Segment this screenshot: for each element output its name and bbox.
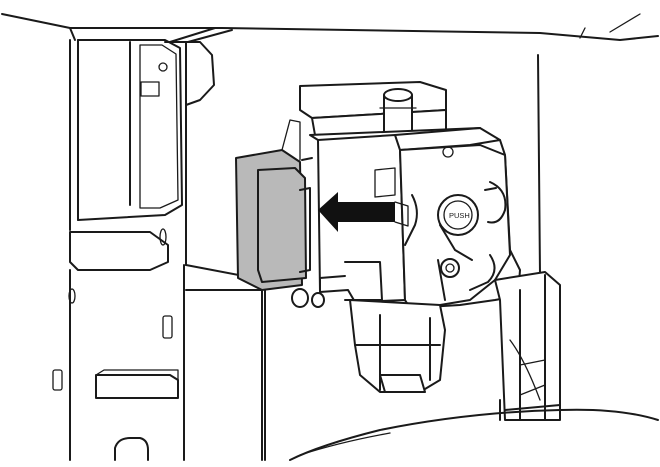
left-door-panel — [52, 39, 215, 461]
push-label: PUSH — [449, 211, 470, 220]
arrow-left-icon — [318, 192, 409, 232]
staple-cartridge[interactable] — [235, 119, 325, 308]
stapler-unit: PUSH — [299, 81, 521, 393]
inner-compartment — [185, 264, 266, 461]
push-button[interactable]: PUSH — [437, 194, 479, 261]
right-guide-bracket — [494, 271, 561, 421]
output-tray — [289, 399, 659, 461]
